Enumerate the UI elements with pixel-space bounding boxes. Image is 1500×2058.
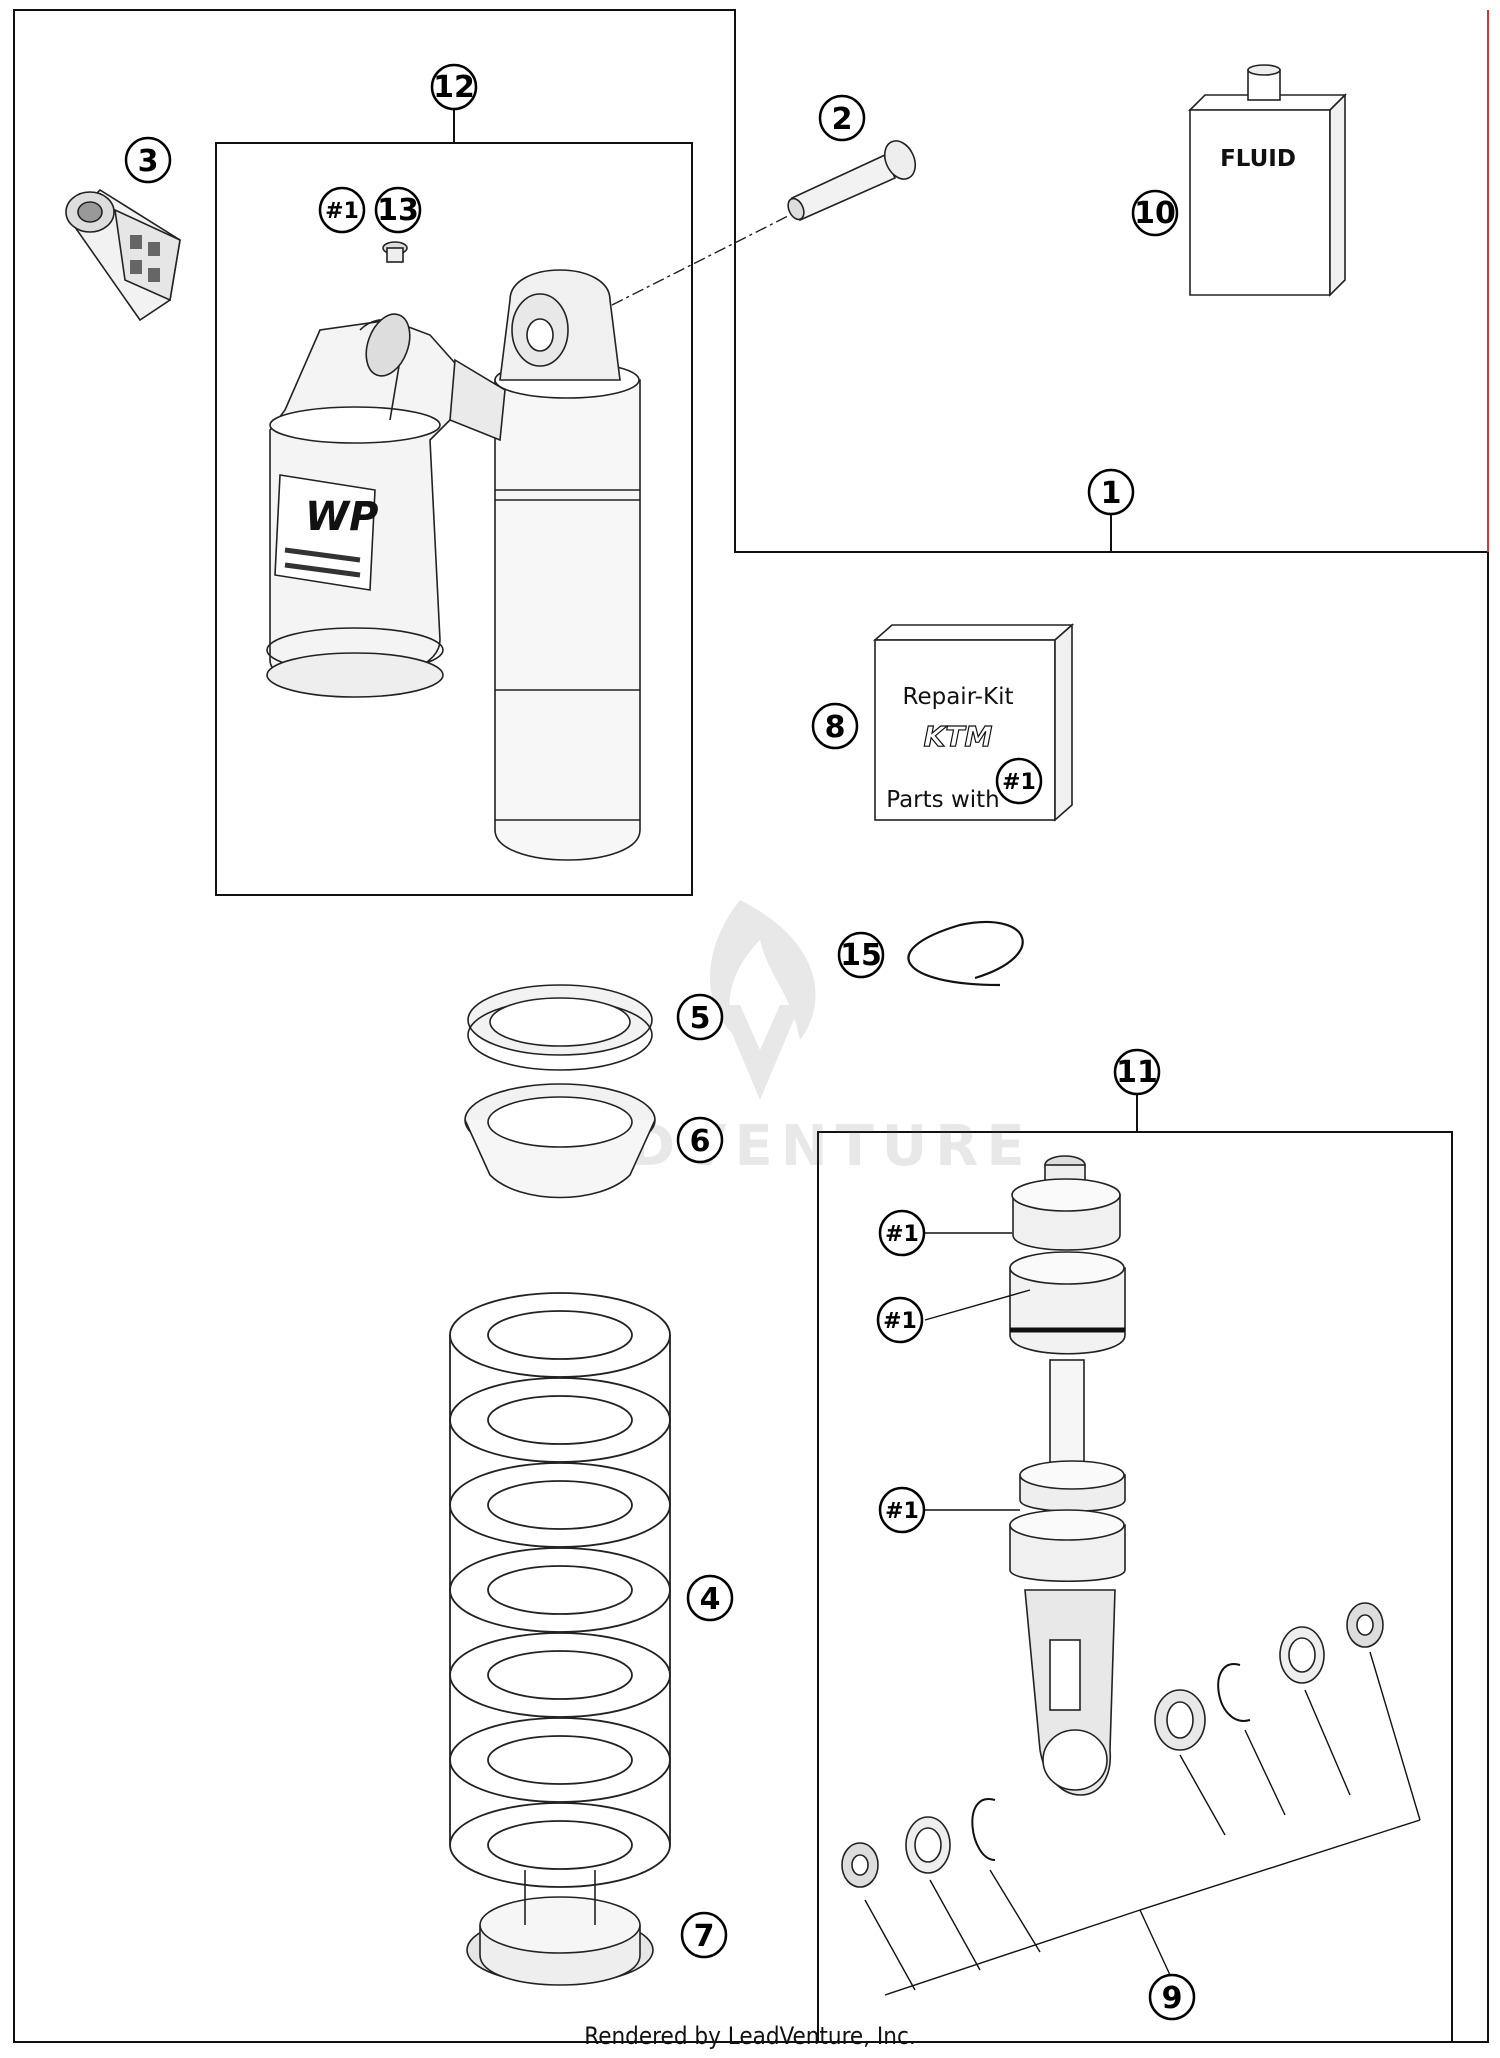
svg-text:11: 11	[1116, 1055, 1158, 1090]
callout-2: 2	[818, 94, 866, 142]
callout-8: 8	[811, 702, 859, 750]
callout-15: 15	[837, 931, 885, 979]
circlip-part-15	[907, 920, 1024, 987]
callout-5: 5	[676, 993, 724, 1041]
svg-text:13: 13	[377, 193, 419, 228]
wp-logo: WP	[305, 494, 378, 540]
spring-retainer-part-7	[466, 1870, 654, 1986]
svg-text:#1: #1	[325, 199, 359, 224]
spring-nut-part-5	[467, 984, 653, 1071]
callout-9: 9	[1148, 1973, 1196, 2021]
svg-text:8: 8	[825, 710, 846, 745]
repair-kit-parts-with: Parts with	[886, 787, 1000, 813]
hash-marker-seal: #1	[876, 1296, 924, 1344]
repair-kit-part-8: Repair-Kit KTM Parts with	[872, 623, 1075, 822]
svg-text:10: 10	[1134, 196, 1176, 231]
callout-11: 11	[1113, 1048, 1161, 1096]
svg-text:12: 12	[433, 70, 475, 105]
svg-text:#1: #1	[1002, 770, 1036, 795]
hash-leaders	[924, 1232, 1031, 1511]
spring-seat-part-6	[464, 1083, 656, 1199]
svg-text:#1: #1	[885, 1499, 919, 1524]
bushings-part-9	[841, 1602, 1384, 1888]
callout-7: 7	[680, 1911, 728, 1959]
svg-text:#1: #1	[885, 1222, 919, 1247]
fluid-label: FLUID	[1220, 146, 1296, 172]
svg-text:2: 2	[832, 102, 853, 137]
callout-3: 3	[124, 136, 172, 184]
ktm-logo: KTM	[924, 720, 993, 753]
svg-text:1: 1	[1101, 476, 1122, 511]
hash-marker-piston: #1	[878, 1209, 926, 1257]
hash-marker-13: #1	[318, 186, 366, 234]
svg-text:15: 15	[840, 938, 882, 973]
hash-marker-kit: #1	[995, 757, 1043, 805]
bolt-axis-line	[611, 214, 791, 306]
svg-text:7: 7	[694, 1919, 715, 1954]
repair-kit-title: Repair-Kit	[903, 684, 1014, 710]
callout-6: 6	[676, 1116, 724, 1164]
leader-9	[864, 1651, 1421, 1996]
svg-text:5: 5	[690, 1001, 711, 1036]
svg-text:9: 9	[1162, 1981, 1183, 2016]
svg-text:4: 4	[700, 1582, 721, 1617]
screw-part-13	[382, 241, 408, 263]
footer-credit: Rendered by LeadVenture, Inc.	[584, 2022, 916, 2050]
svg-text:3: 3	[138, 144, 159, 179]
callout-12: 12	[430, 63, 478, 111]
callout-13: 13	[374, 186, 422, 234]
spring-part-4	[449, 1292, 671, 1888]
hash-marker-bumper: #1	[878, 1486, 926, 1534]
outer-frame	[13, 9, 1489, 2043]
fluid-bottle-part-10: FLUID	[1188, 64, 1347, 297]
box-11	[817, 1131, 1453, 2043]
shock-absorber-body: WP	[266, 269, 641, 861]
svg-text:#1: #1	[883, 1309, 917, 1334]
bolt-part-2	[787, 140, 917, 222]
callout-1: 1	[1087, 468, 1135, 516]
adjuster-part-3	[65, 188, 181, 322]
callout-10: 10	[1131, 189, 1179, 237]
svg-text:6: 6	[690, 1124, 711, 1159]
callout-4: 4	[686, 1574, 734, 1622]
damper-rod-assembly-part-11	[1009, 1155, 1126, 1796]
